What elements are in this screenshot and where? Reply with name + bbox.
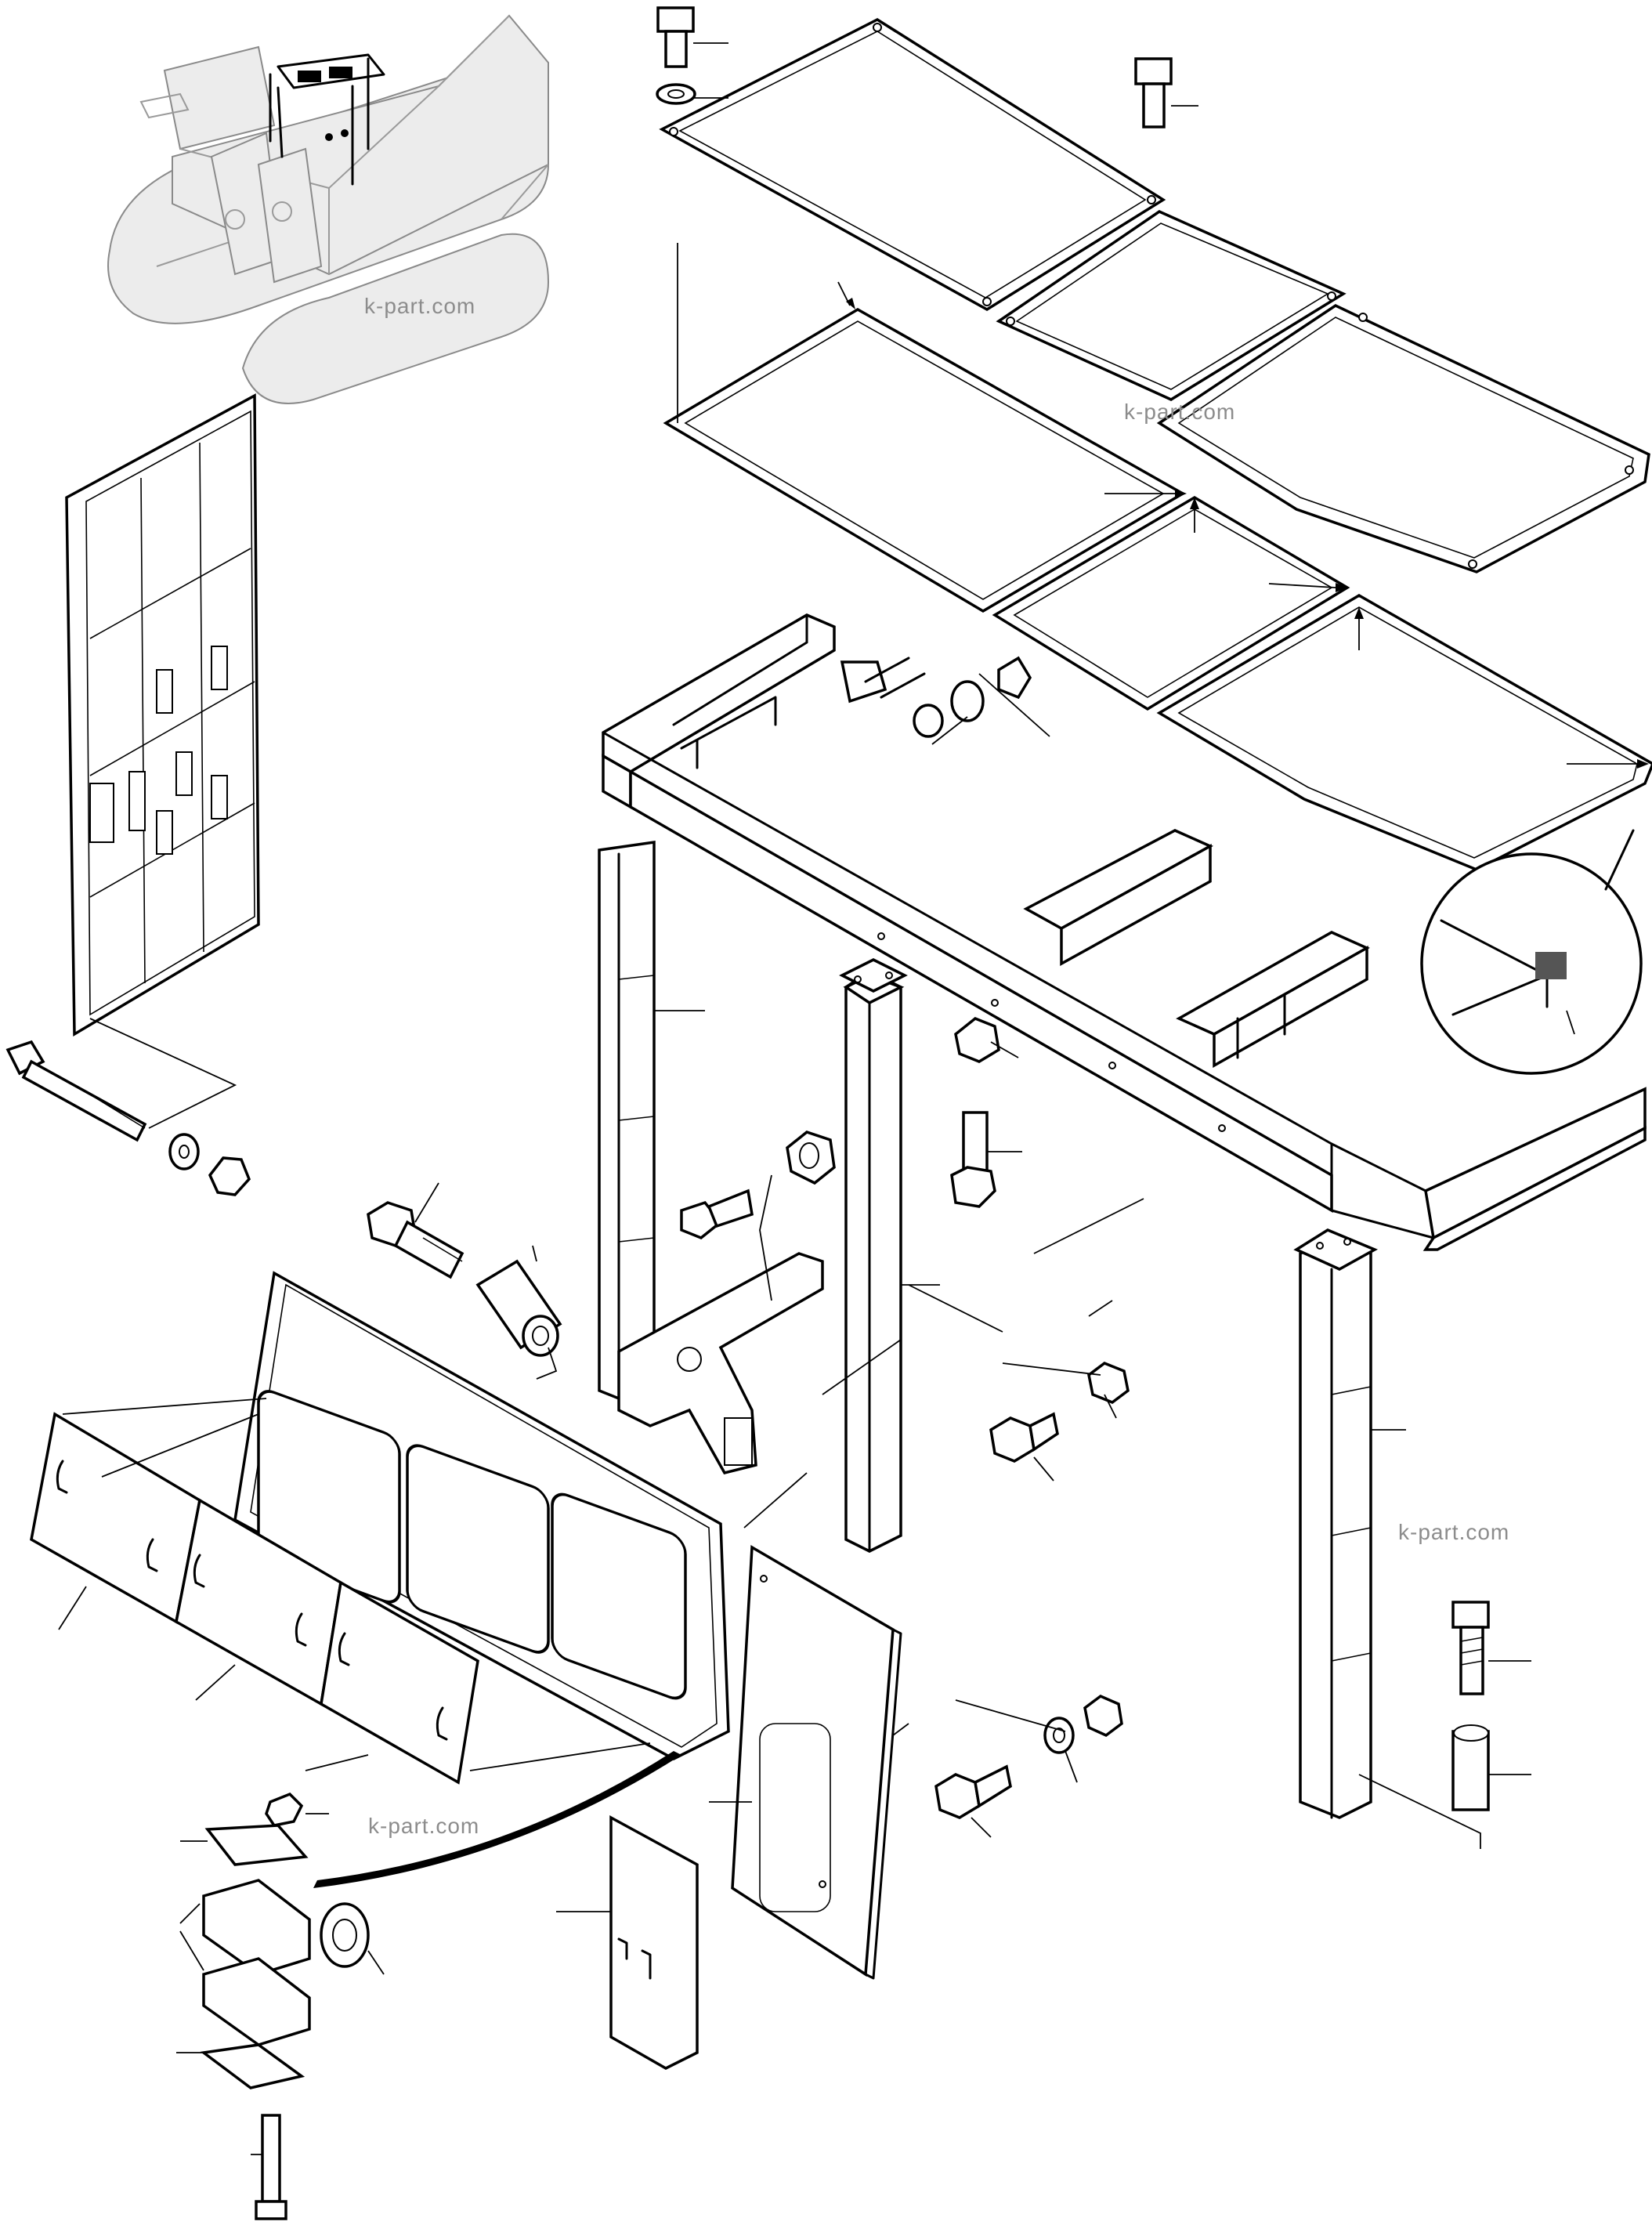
middle-support-post bbox=[839, 958, 940, 1553]
watermark-4: k-part.com bbox=[368, 1814, 479, 1838]
watermark-1: k-part.com bbox=[364, 294, 475, 318]
vertical-side-cover bbox=[709, 1545, 902, 1980]
watermark-3: k-part.com bbox=[1398, 1520, 1509, 1544]
weld-detail-callout bbox=[1420, 829, 1643, 1075]
spacer-bolt-assembly bbox=[840, 656, 1032, 745]
mid-bolt bbox=[367, 1182, 465, 1279]
main-frame-beam bbox=[602, 613, 1647, 1251]
left-panel-leader bbox=[89, 1018, 237, 1129]
door-panel-left bbox=[30, 1412, 201, 1624]
door-panel-right bbox=[320, 1580, 479, 1785]
top-bolt bbox=[656, 6, 728, 105]
small-access-panel bbox=[556, 1815, 699, 2070]
side-grille-panel bbox=[65, 393, 260, 1037]
misc-leaders bbox=[743, 673, 1144, 1736]
right-post-bolt-and-spacer bbox=[1358, 1601, 1531, 1849]
roof-cover-plate-middle bbox=[996, 210, 1347, 401]
right-mid-bolt bbox=[989, 1362, 1130, 1482]
mid-spacer bbox=[475, 1245, 562, 1380]
seal-direction-arrows bbox=[837, 281, 1649, 769]
post-bolt-and-nut bbox=[680, 1131, 836, 1301]
left-washer bbox=[168, 1133, 200, 1170]
top-right-bolt bbox=[1134, 57, 1198, 128]
left-nut bbox=[208, 1156, 251, 1196]
left-support-post bbox=[598, 840, 824, 1475]
long-bolt bbox=[5, 1040, 147, 1142]
lower-right-bolt bbox=[934, 1694, 1123, 1838]
hinge-bearing-assembly bbox=[176, 1751, 681, 2220]
roof-cover-plate-right bbox=[1156, 303, 1650, 573]
right-support-post bbox=[1293, 1228, 1406, 1819]
door-frame-panel bbox=[233, 1271, 730, 1760]
watermark-2: k-part.com bbox=[1124, 400, 1235, 424]
locator-machine-illustration bbox=[107, 14, 550, 404]
middle-post-bolt bbox=[950, 1016, 1022, 1208]
door-leaders bbox=[58, 1398, 651, 1771]
roof-cover-plate-large bbox=[659, 17, 1166, 312]
